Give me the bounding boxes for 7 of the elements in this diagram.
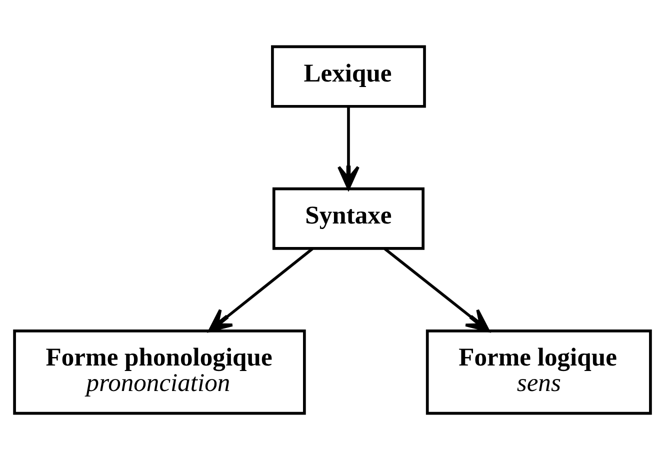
arrow — [337, 106, 360, 190]
arrow — [384, 247, 490, 332]
node-box: Forme phonologique prononciation — [13, 328, 306, 414]
arrow — [208, 247, 314, 332]
node-box: Syntaxe — [272, 186, 424, 250]
node-box: Lexique — [271, 44, 426, 108]
node-box: Forme logique sens — [426, 328, 652, 414]
